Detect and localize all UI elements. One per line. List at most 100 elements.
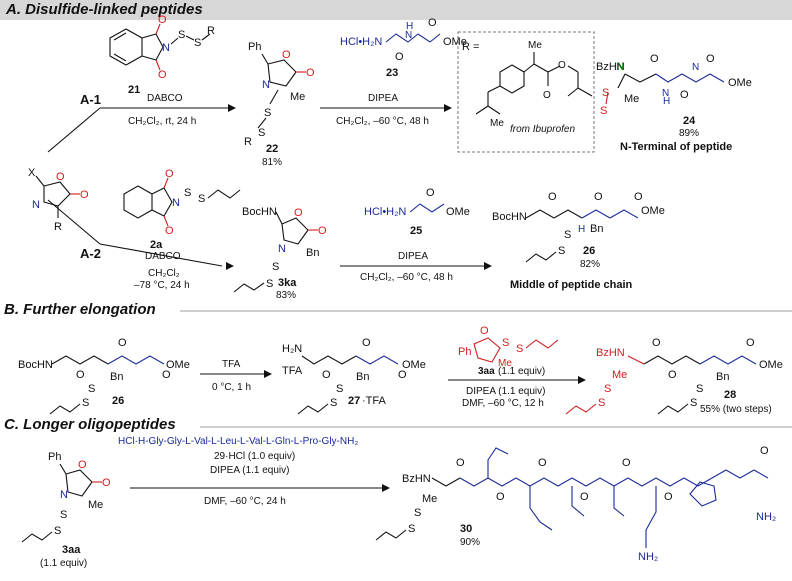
b-cond4: DMF, –60 °C, 12 h [462, 398, 544, 409]
int22-yield: 81% [262, 157, 282, 168]
b-prod-bz: BzHN [596, 347, 625, 359]
b-int-label: 27 [348, 395, 360, 407]
atom-o: O [480, 325, 489, 337]
atom-o: O [306, 67, 315, 79]
ibu-me2: Me [490, 118, 504, 129]
b-reagent-me: Me [498, 358, 512, 369]
c-sm-label: 3aa [62, 544, 81, 556]
atom-n: N [278, 243, 286, 255]
atom-o: O [118, 337, 127, 349]
int3ka-boc: BocHN [242, 206, 277, 218]
atom-o: O [398, 369, 407, 381]
int3ka-bn: Bn [306, 247, 319, 259]
b-int-salt: ·TFA [362, 395, 386, 407]
b-starting-26: BocHN O O O OMe Bn S S 26 [18, 337, 190, 415]
c-prod-me: Me [422, 493, 437, 505]
c-sm-me: Me [88, 499, 103, 511]
b-reagent-ph: Ph [458, 346, 471, 358]
section-a-header: A. Disulfide-linked peptides [0, 0, 792, 20]
int22-label: 22 [266, 143, 278, 155]
atom-o: O [282, 49, 291, 61]
amine23-ome: OMe [443, 36, 467, 48]
atom-o: O [56, 171, 65, 183]
atom-s: S [696, 383, 703, 395]
ibu-from-label: from Ibuprofen [510, 124, 575, 135]
atom-s: S [690, 397, 697, 409]
atom-o: O [456, 457, 465, 469]
atom-o: O [294, 207, 303, 219]
prod24-bz: BzHN [596, 61, 625, 73]
c-prod-yield: 90% [460, 537, 480, 548]
amine25-label: 25 [410, 225, 422, 237]
c-prod-bz: BzHN [402, 473, 431, 485]
intermediate-22: Ph N O O Me S S R 22 81% [244, 41, 315, 168]
b-reagent-label: 3aa [478, 366, 495, 377]
atom-n: N [172, 197, 180, 209]
atom-o: O [76, 369, 85, 381]
section-b-divider [180, 310, 792, 312]
c-starting-3aa: Ph N O O Me S S 3aa (1.1 equiv) [21, 451, 111, 569]
atom-o: O [80, 189, 89, 201]
amine23-hcl: HCl•H₂N [340, 36, 382, 48]
atom-o: O [426, 187, 435, 199]
atom-o: O [706, 53, 715, 65]
prod26-bn: Bn [590, 223, 603, 235]
atom-o: O [746, 337, 755, 349]
c-reagent2: 29·HCl (1.0 equiv) [214, 451, 295, 462]
atom-s: S [336, 383, 343, 395]
atom-o: O [165, 168, 174, 180]
atom-o: O [652, 337, 661, 349]
int3ka-label: 3ka [278, 277, 297, 289]
section-c-title: C. Longer oligopeptides [4, 416, 176, 433]
a1-cond2: CH₂Cl₂, rt, 24 h [128, 116, 196, 127]
b-product-28: BzHN Me O O O OMe Bn S S S S 28 55% (two… [565, 337, 783, 415]
atom-s: S [408, 523, 415, 535]
atom-h: H [578, 224, 585, 235]
atom-o: O [594, 191, 603, 203]
atom-s: S [602, 87, 609, 99]
b-cond2: 0 °C, 1 h [212, 382, 251, 393]
atom-s: S [198, 193, 205, 205]
a2-cond1: DABCO [145, 251, 181, 262]
atom-o: O [158, 14, 167, 26]
prod26-ome: OMe [641, 205, 665, 217]
atom-s: S [272, 261, 279, 273]
b-sm-label: 26 [112, 395, 124, 407]
atom-o: O [622, 457, 631, 469]
reagent-2a: O O N S S 2a [123, 168, 241, 251]
atom-o: O [680, 89, 689, 101]
sm-x: X [28, 167, 36, 179]
b-reagent-3aa: Ph O S S Me 3aa (1.1 equiv) [458, 325, 559, 377]
a2-cond3: –78 °C, 24 h [134, 280, 190, 291]
c-sm-ph: Ph [48, 451, 61, 463]
atom-s: S [54, 525, 61, 537]
atom-s: S [604, 383, 611, 395]
sm-r: R [54, 221, 62, 233]
product-24: BzHN S S Me O N H O N O OMe N 24 89% N-T… [596, 53, 752, 153]
atom-h: H [406, 21, 413, 32]
atom-s: S [564, 229, 571, 241]
atom-s: S [258, 127, 265, 139]
c-sm-equiv: (1.1 equiv) [40, 558, 87, 569]
a2-cond4: DIPEA [398, 251, 428, 262]
reagent-2a-label: 2a [150, 239, 163, 251]
atom-s: S [266, 278, 273, 290]
a1-cond4: CH₂Cl₂, –60 °C, 48 h [336, 116, 429, 127]
atom-s: S [502, 337, 509, 349]
prod26-caption: Middle of peptide chain [510, 279, 633, 291]
int22-r: R [244, 136, 252, 148]
prod24-label: 24 [683, 115, 696, 127]
atom-s: S [414, 507, 421, 519]
atom-o: O [558, 60, 566, 71]
atom-o: O [318, 225, 327, 237]
reagent-21-r: R [207, 25, 215, 37]
atom-s: S [558, 245, 565, 257]
atom-n: N [662, 88, 669, 99]
atom-s: S [82, 397, 89, 409]
atom-s: S [330, 397, 337, 409]
int3ka-yield: 83% [276, 290, 296, 301]
b-int-h2n: H₂N [282, 343, 302, 355]
int22-me: Me [290, 91, 305, 103]
a2-cond2: CH₂Cl₂ [148, 268, 180, 279]
a1-cond3: DIPEA [368, 93, 398, 104]
